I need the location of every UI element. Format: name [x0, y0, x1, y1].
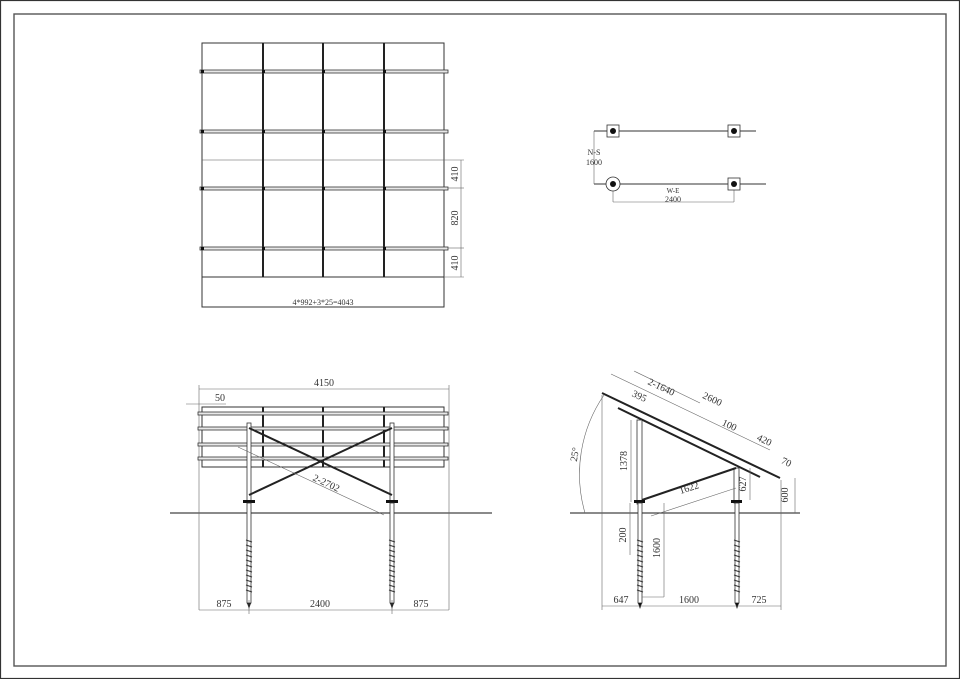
dim-410-top: 410 [450, 167, 461, 182]
dim-420: 420 [755, 433, 773, 449]
plan-view: N-S 1600 W-E 2400 [586, 124, 766, 204]
pile-depth: 1600 [652, 538, 663, 558]
front-post-height: 1378 [619, 451, 630, 471]
panel [601, 392, 781, 479]
dim-410-bottom: 410 [450, 256, 461, 271]
width-formula: 4*992+3*25=4043 [292, 298, 353, 307]
ns-label: N-S [588, 148, 601, 157]
screw-pile-front [637, 502, 643, 604]
dim-725: 725 [752, 595, 767, 606]
overhang-dim: 50 [215, 393, 225, 404]
rail-length: 2-1640 [646, 377, 676, 399]
dim-2400: 2400 [310, 599, 330, 610]
front-view: 4150 50 2-2702 875 2400 [170, 378, 492, 614]
rear-post-height: 627 [738, 477, 749, 492]
side-view: 25° 2600 2-1640 395 100 420 70 1378 627 … [569, 370, 800, 610]
diagonal-brace [641, 467, 737, 501]
we-value: 2400 [665, 195, 681, 204]
ground-clearance: 600 [780, 488, 791, 503]
dim-647: 647 [614, 595, 629, 606]
tilt-angle: 25° [569, 447, 582, 463]
above-ground-dim: 200 [618, 528, 629, 543]
dim-395: 395 [630, 389, 648, 405]
screw-pile-right [389, 502, 395, 604]
overall-width: 4150 [314, 378, 334, 389]
screw-pile-rear [734, 502, 740, 604]
dim-820: 820 [450, 211, 461, 226]
brace-length: 2-2702 [311, 473, 341, 495]
top-view: 410 820 410 4*992+3*25=4043 [199, 42, 464, 308]
dim-70: 70 [779, 456, 793, 470]
dim-875-right: 875 [414, 599, 429, 610]
drawing-frame [13, 13, 947, 667]
dim-100: 100 [720, 418, 738, 434]
brace-length-side: 1622 [678, 480, 700, 497]
we-label: W-E [667, 187, 680, 195]
panel-length: 2600 [701, 391, 724, 409]
screw-pile-left [246, 502, 252, 604]
ns-value: 1600 [586, 158, 602, 167]
front-post [636, 419, 643, 505]
dim-1600-bottom: 1600 [679, 595, 699, 606]
dim-875-left: 875 [217, 599, 232, 610]
